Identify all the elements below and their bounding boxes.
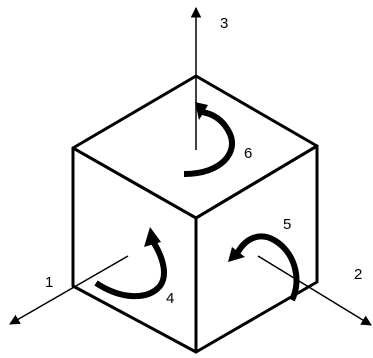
axis-1: 1 bbox=[9, 255, 129, 325]
axis-2-label: 2 bbox=[354, 266, 362, 283]
axis-3: 3 bbox=[190, 6, 228, 150]
arrowhead-icon bbox=[228, 247, 245, 262]
rotation-6-arrow: 6 bbox=[183, 102, 252, 177]
axis-1-line bbox=[9, 255, 129, 325]
arrowhead-icon bbox=[195, 102, 208, 120]
rotation-4-label: 4 bbox=[166, 290, 174, 307]
axis-1-label: 1 bbox=[45, 274, 53, 291]
axis-3-label: 3 bbox=[220, 15, 228, 32]
curved-arrow-icon bbox=[183, 109, 235, 177]
axis-2: 2 bbox=[257, 255, 372, 326]
rotation-5-arrow: 5 bbox=[228, 216, 300, 302]
cube-right-face bbox=[194, 144, 319, 354]
curved-arrow-icon bbox=[94, 241, 167, 300]
rotation-5-label: 5 bbox=[283, 216, 291, 233]
rotation-4-arrow: 4 bbox=[94, 227, 174, 307]
cube bbox=[71, 74, 319, 354]
cube-left-face bbox=[71, 146, 198, 354]
arrowhead-icon bbox=[144, 227, 161, 247]
axis-2-line bbox=[257, 255, 372, 326]
cube-top-face bbox=[71, 74, 319, 220]
rotation-6-label: 6 bbox=[244, 145, 252, 162]
curved-arrow-icon bbox=[235, 233, 300, 302]
